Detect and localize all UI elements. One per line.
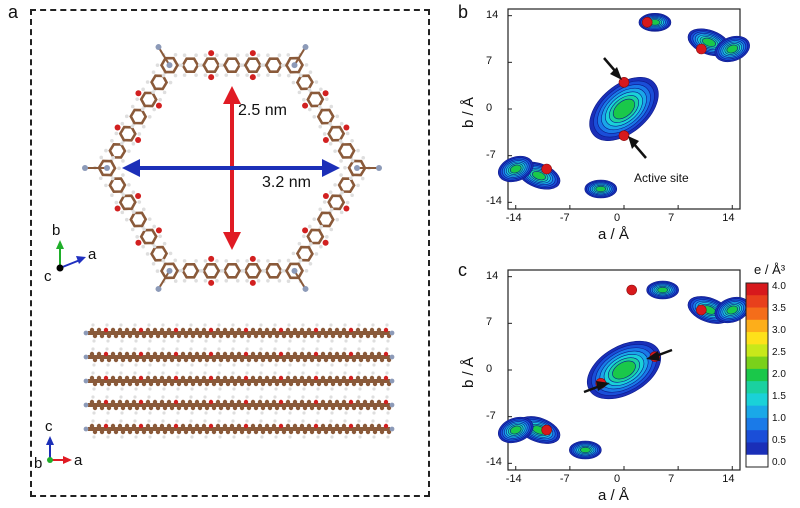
y-tick-label: 7 (486, 316, 493, 329)
x-tick-label: 14 (722, 473, 735, 485)
colorbar-tick-label: 3.5 (772, 303, 786, 314)
colorbar-tick-label: 4.0 (772, 281, 786, 292)
axes-triad-bottom (46, 436, 72, 464)
x-tick-label: 14 (722, 212, 735, 224)
x-tick-label: -14 (505, 212, 522, 224)
x-tick-label: 7 (668, 473, 675, 485)
y-tick-label: -14 (486, 195, 502, 208)
panel-c-label: c (458, 260, 467, 280)
y-tick-label: -7 (486, 409, 496, 422)
panel-a-frame (30, 9, 430, 497)
x-tick-label: -14 (505, 473, 522, 485)
panel-b-xlabel: a / Å (598, 226, 629, 243)
colorbar-tick-label: 2.5 (772, 347, 786, 358)
y-tick-label: 0 (486, 102, 493, 114)
colorbar-tick-label: 1.5 (772, 391, 786, 402)
axes-triad-top (56, 240, 86, 272)
x-tick-label: 0 (614, 212, 621, 224)
y-tick-label: 0 (486, 363, 493, 375)
axis-bottom-c: c (45, 418, 53, 435)
y-tick-label: -7 (486, 148, 496, 161)
x-tick-label: 7 (668, 212, 675, 224)
y-tick-label: -14 (486, 456, 502, 469)
panel-b-label: b (458, 2, 469, 22)
colorbar-tick-label: 0.0 (772, 457, 786, 468)
active-site-arrow-2 (628, 136, 647, 159)
x-tick-label: 0 (614, 473, 621, 485)
x-tick-label: -7 (559, 212, 570, 224)
active-site-label: Active site (634, 171, 689, 185)
y-tick-label: 14 (486, 8, 499, 21)
colorbar-tick-label: 1.0 (772, 413, 786, 424)
colorbar (745, 282, 769, 468)
active-site-arrow-3 (646, 348, 673, 361)
y-tick-label: 14 (486, 269, 499, 282)
colorbar-tick-label: 0.5 (772, 435, 786, 446)
charge-density-contours-b (498, 13, 750, 199)
horizontal-pore-arrow (122, 159, 340, 177)
axis-top-a: a (88, 246, 97, 263)
stacked-layers-side-view (83, 323, 395, 439)
x-tick-label: -7 (559, 473, 570, 485)
axis-bottom-a: a (74, 452, 83, 469)
colorbar-tick-label: 2.0 (772, 369, 786, 380)
panel-a-label: a (8, 2, 19, 22)
axis-bottom-b: b (34, 455, 43, 472)
active-site-arrow-1 (603, 57, 622, 80)
charge-density-contours-c (498, 280, 750, 460)
colorbar-tick-label: 3.0 (772, 325, 786, 336)
panel-c-xlabel: a / Å (598, 487, 629, 504)
colorbar-title: e / Å³ (754, 262, 786, 277)
pore-horizontal-label: 3.2 nm (262, 174, 311, 191)
axis-top-b: b (52, 222, 61, 239)
active-site-arrow-4 (583, 381, 610, 394)
pore-vertical-label: 2.5 nm (238, 102, 287, 119)
axis-top-c: c (44, 268, 52, 285)
y-tick-label: 7 (486, 55, 493, 68)
panel-c-ylabel: b / Å (460, 357, 477, 388)
